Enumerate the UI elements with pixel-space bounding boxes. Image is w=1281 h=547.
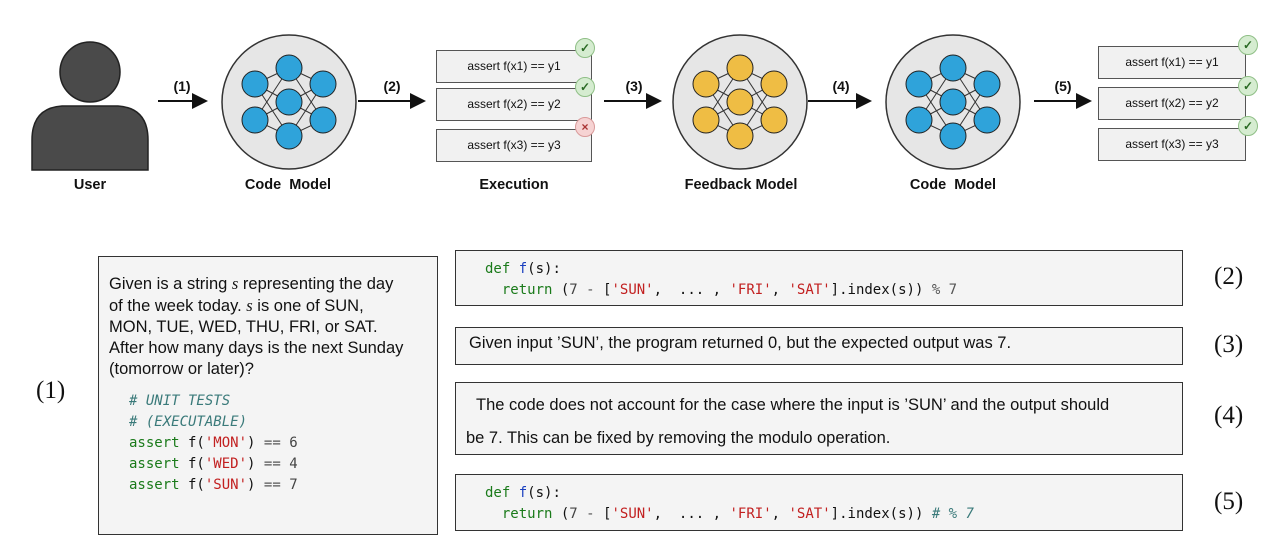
stage-label-code-model: Code Model bbox=[244, 177, 332, 193]
execution-test-1: assert f(x1) == y1 bbox=[436, 50, 592, 83]
pass-check-icon: ✓ bbox=[1238, 76, 1258, 96]
step-label-4: (4) bbox=[832, 78, 850, 94]
network-node bbox=[939, 88, 967, 116]
unit-tests-code: # UNIT TESTS# (EXECUTABLE)assert f('MON'… bbox=[109, 391, 427, 496]
network-node bbox=[760, 70, 788, 98]
network-node bbox=[275, 54, 303, 82]
network-node bbox=[275, 88, 303, 116]
step-label-5: (5) bbox=[1054, 78, 1072, 94]
panel-label-4: (4) bbox=[1214, 402, 1244, 429]
unit-test-line: assert f('MON') == 6 bbox=[129, 435, 298, 451]
model-feedback-panel: The code does not account for the case w… bbox=[455, 382, 1183, 455]
stage-label-feedback-model: Feedback Model bbox=[684, 177, 798, 193]
pass-check-icon: ✓ bbox=[575, 77, 595, 97]
fail-cross-icon: × bbox=[575, 117, 595, 137]
pass-check-icon: ✓ bbox=[575, 38, 595, 58]
code-model-network-icon bbox=[221, 34, 357, 170]
feedback-model-network-icon bbox=[672, 34, 808, 170]
user-icon bbox=[31, 41, 149, 171]
network-node bbox=[905, 106, 933, 134]
stage-label-code-model-2: Code Model bbox=[909, 177, 997, 193]
network-node bbox=[241, 70, 269, 98]
network-node bbox=[241, 106, 269, 134]
execution-test-3: assert f(x3) == y3 bbox=[436, 129, 592, 162]
network-node bbox=[939, 122, 967, 150]
stage-label-user: User bbox=[73, 177, 107, 193]
network-node bbox=[309, 70, 337, 98]
stage-label-execution: Execution bbox=[479, 177, 549, 193]
network-node bbox=[939, 54, 967, 82]
initial-code-panel: def f(s): return (7 - ['SUN', ... , 'FRI… bbox=[455, 250, 1183, 306]
step-label-1: (1) bbox=[173, 78, 191, 94]
code-model-network-icon-2 bbox=[885, 34, 1021, 170]
unit-test-line: assert f('SUN') == 7 bbox=[129, 477, 298, 493]
network-node bbox=[760, 106, 788, 134]
pass-check-icon: ✓ bbox=[1238, 35, 1258, 55]
network-node bbox=[726, 122, 754, 150]
problem-description: Given is a string s representing the day… bbox=[109, 274, 404, 378]
network-node bbox=[726, 88, 754, 116]
execution-feedback-panel: Given input ’SUN’, the program returned … bbox=[455, 327, 1183, 365]
network-node bbox=[692, 70, 720, 98]
final-test-2: assert f(x2) == y2 bbox=[1098, 87, 1246, 120]
network-node bbox=[905, 70, 933, 98]
fixed-code-panel: def f(s): return (7 - ['SUN', ... , 'FRI… bbox=[455, 474, 1183, 531]
model-feedback-line-2: be 7. This can be fixed by removing the … bbox=[466, 429, 891, 447]
problem-panel: Given is a string s representing the day… bbox=[98, 256, 438, 535]
panel-label-5: (5) bbox=[1214, 488, 1244, 515]
network-node bbox=[726, 54, 754, 82]
network-node bbox=[692, 106, 720, 134]
panel-label-2: (2) bbox=[1214, 263, 1244, 290]
final-test-1: assert f(x1) == y1 bbox=[1098, 46, 1246, 79]
pass-check-icon: ✓ bbox=[1238, 116, 1258, 136]
panel-label-3: (3) bbox=[1214, 331, 1244, 358]
network-node bbox=[973, 70, 1001, 98]
unit-test-line: assert f('WED') == 4 bbox=[129, 456, 298, 472]
panel-label-1: (1) bbox=[36, 377, 66, 404]
final-test-3: assert f(x3) == y3 bbox=[1098, 128, 1246, 161]
network-node bbox=[309, 106, 337, 134]
network-node bbox=[973, 106, 1001, 134]
step-label-3: (3) bbox=[625, 78, 643, 94]
step-label-2: (2) bbox=[383, 78, 401, 94]
pipeline-diagram bbox=[31, 34, 1092, 171]
model-feedback-line-1: The code does not account for the case w… bbox=[476, 396, 1110, 414]
network-node bbox=[275, 122, 303, 150]
execution-test-2: assert f(x2) == y2 bbox=[436, 88, 592, 121]
